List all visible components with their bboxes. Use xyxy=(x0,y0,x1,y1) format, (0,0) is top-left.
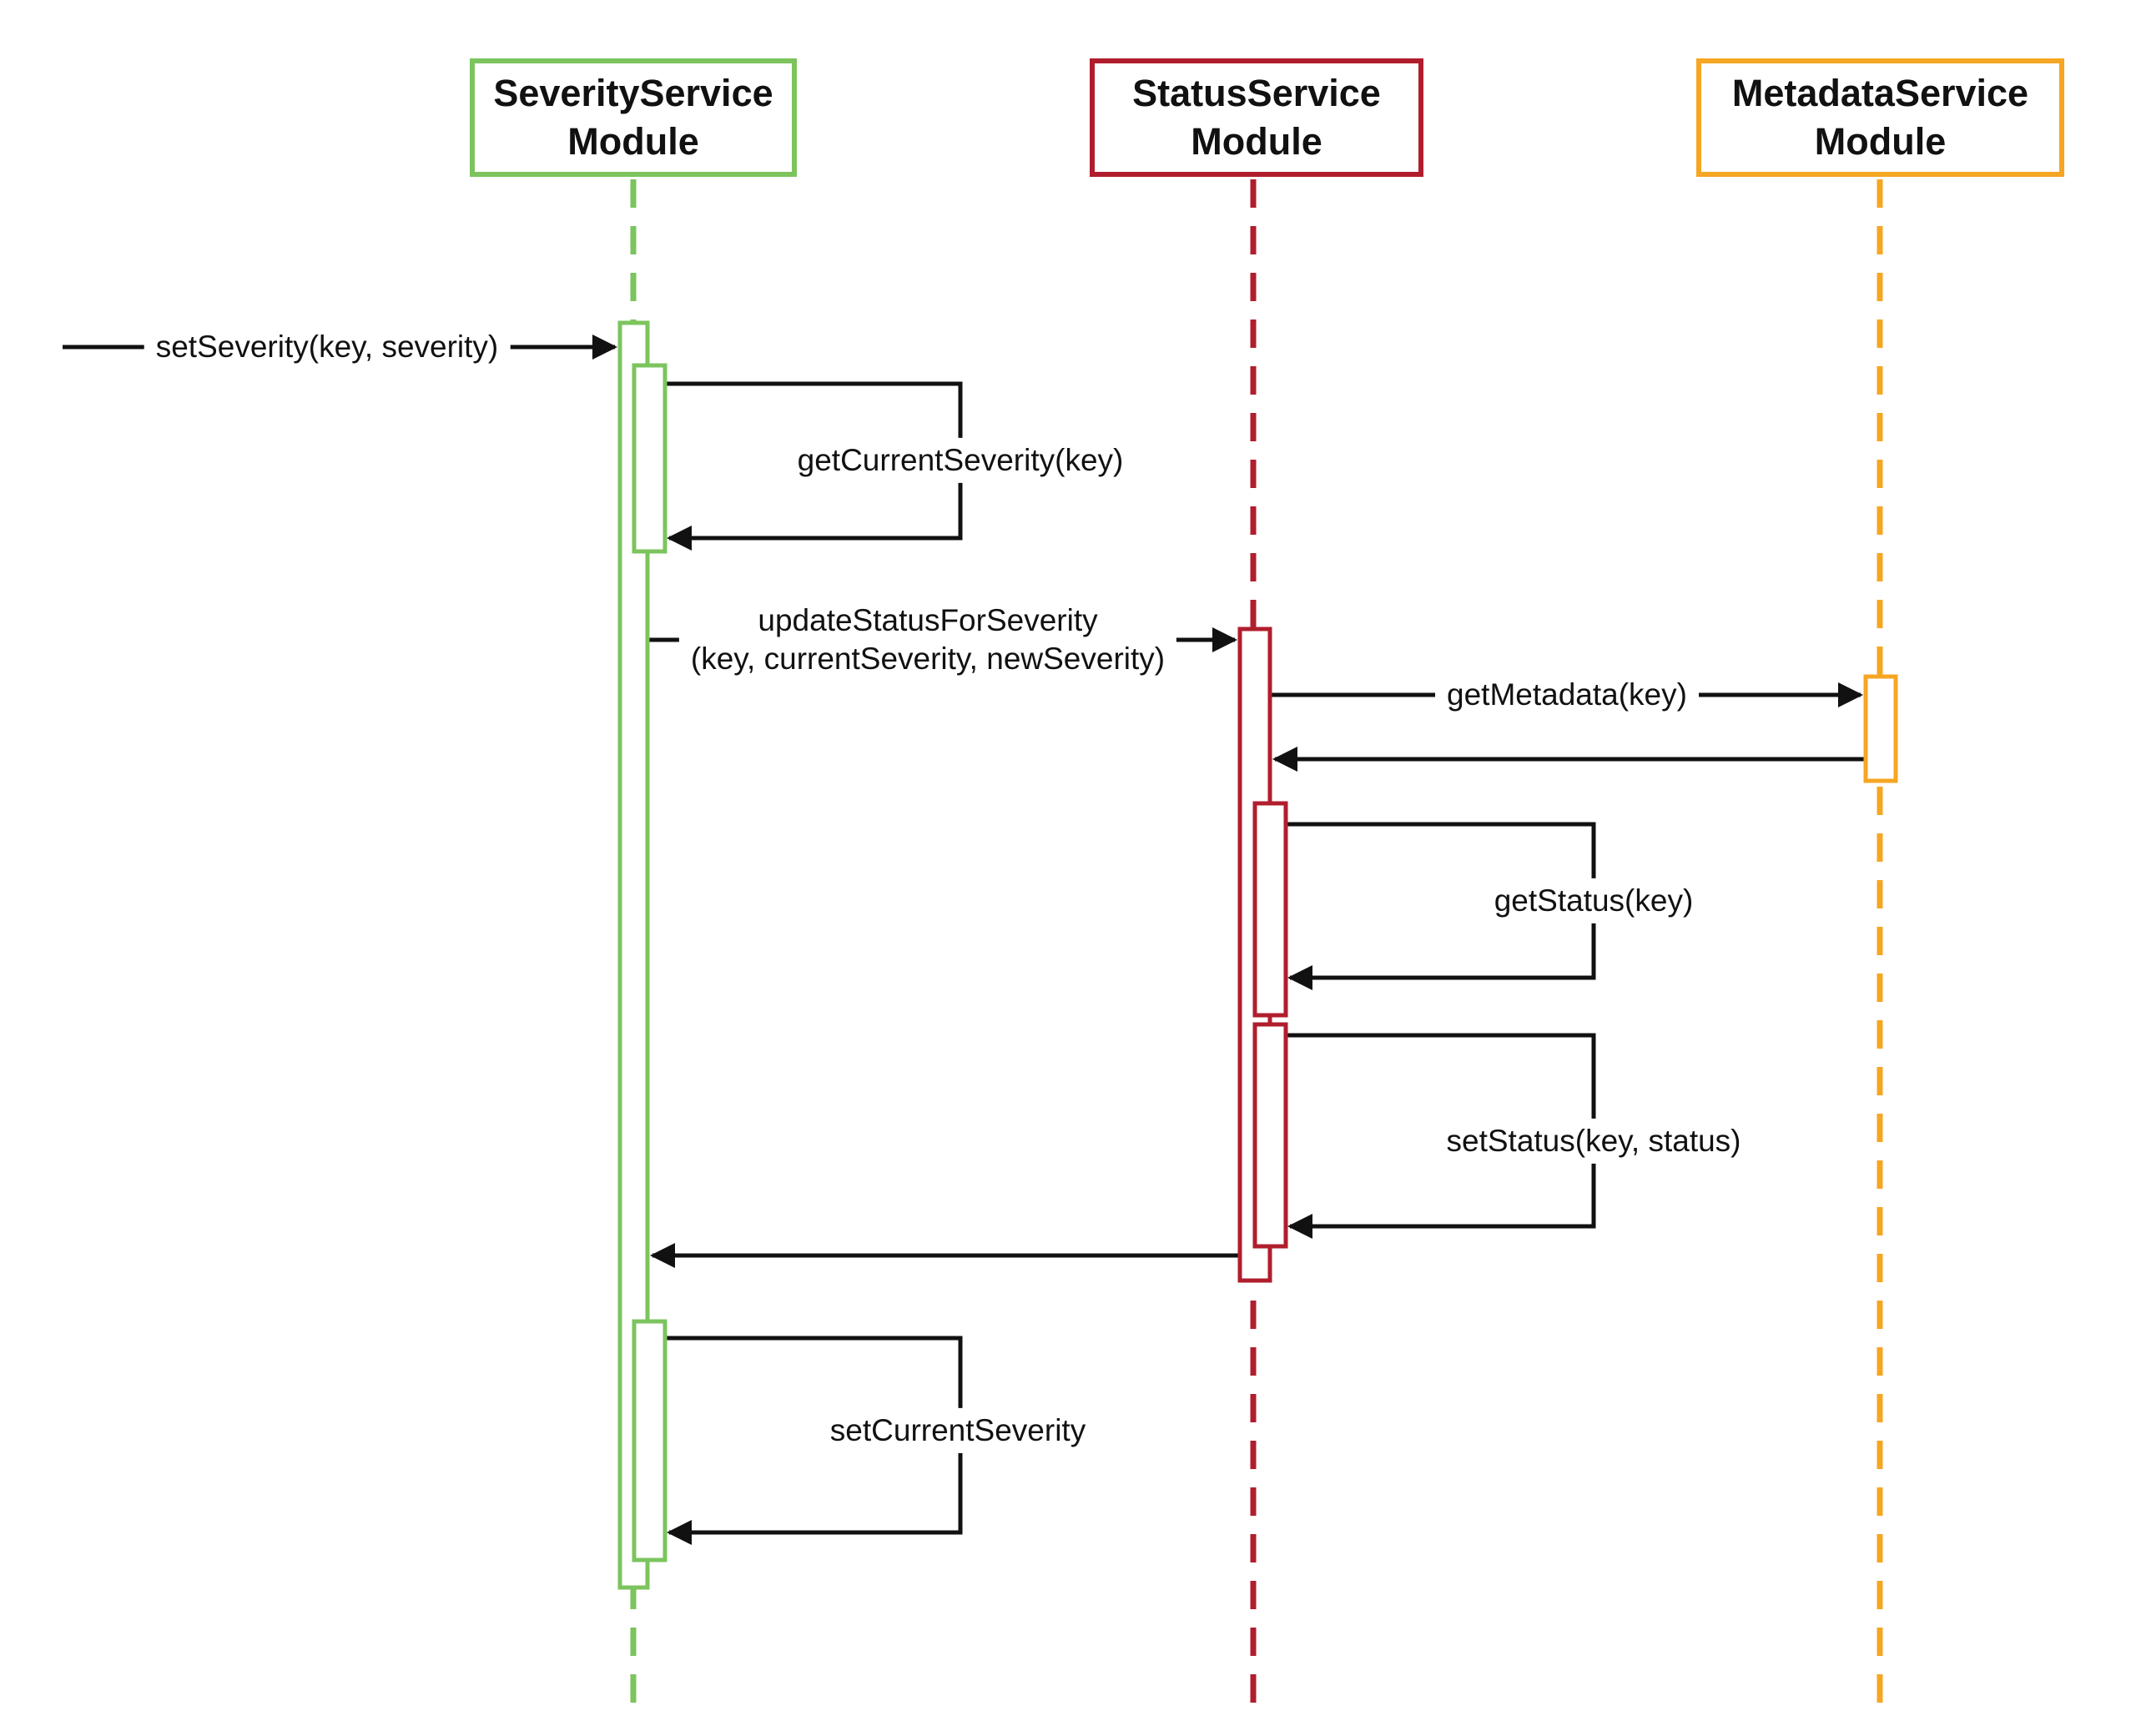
participant-metadata-service: MetadataService Module xyxy=(1696,58,2064,177)
message-label-set-status: setStatus(key, status) xyxy=(1434,1118,1753,1165)
participant-severity-service: SeverityService Module xyxy=(470,58,797,177)
activation-metadata xyxy=(1863,674,1898,783)
activation-status-set-status xyxy=(1252,1022,1288,1249)
message-label-get-metadata: getMetadata(key) xyxy=(1435,672,1699,718)
message-label-update-status-for-severity: updateStatusForSeverity (key, currentSev… xyxy=(678,597,1177,682)
message-label-get-current-severity: getCurrentSeverity(key) xyxy=(785,437,1136,484)
activation-severity-set-current-severity xyxy=(632,1319,668,1562)
activation-severity-get-current-severity xyxy=(632,363,668,554)
message-label-update-status-line2: (key, currentSeverity, newSeverity) xyxy=(690,642,1166,676)
participant-status-service-name: StatusService xyxy=(1132,71,1381,114)
participant-severity-service-suffix: Module xyxy=(567,120,699,163)
participant-status-service-suffix: Module xyxy=(1191,120,1322,163)
message-label-set-severity: setSeverity(key, severity) xyxy=(144,324,511,370)
participant-severity-service-name: SeverityService xyxy=(493,71,773,114)
participant-metadata-service-name: MetadataService xyxy=(1731,71,2029,114)
message-label-get-status: getStatus(key) xyxy=(1482,878,1705,924)
activation-status-get-status xyxy=(1252,801,1288,1018)
message-label-update-status-line1: updateStatusForSeverity xyxy=(758,602,1098,637)
participant-metadata-service-suffix: Module xyxy=(1814,120,1947,163)
message-label-set-current-severity: setCurrentSeverity xyxy=(818,1407,1098,1454)
participant-status-service: StatusService Module xyxy=(1090,58,1423,177)
